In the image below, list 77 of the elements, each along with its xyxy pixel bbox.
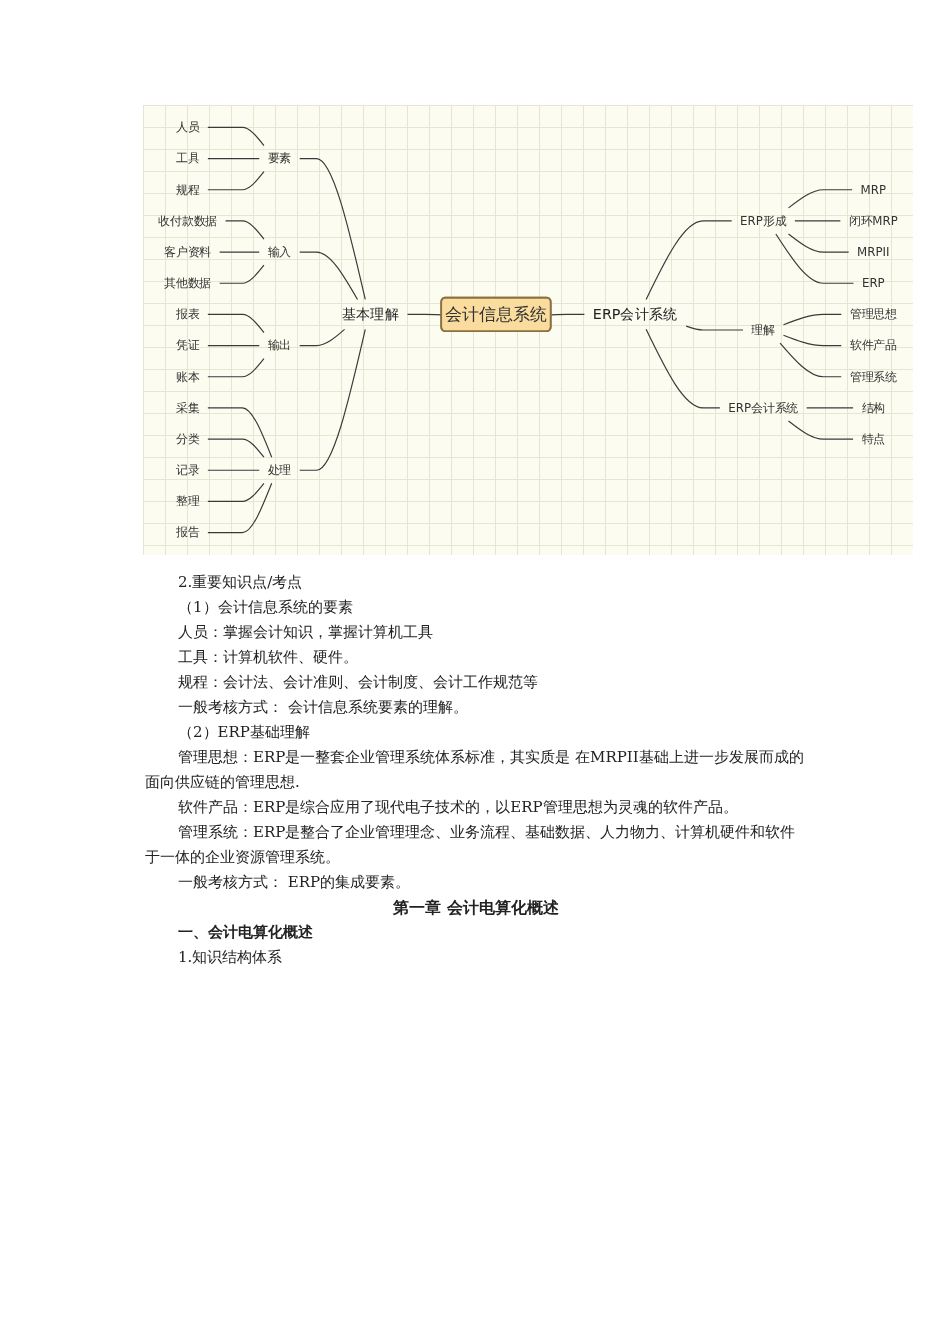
connector [787,233,850,253]
connector [299,328,346,347]
node-text: MRP [860,182,887,197]
connector [550,313,585,316]
node-text: 输出 [267,338,292,352]
node-text: 基本理解 [341,305,400,323]
connector [207,407,273,458]
node-text: 处理 [267,463,292,477]
node-text: 整理 [175,494,200,508]
connector [207,482,265,502]
node-text: 账本 [175,369,200,384]
subheading: （2）ERP基础理解 [177,722,311,743]
node-text: 人员 [175,120,200,134]
section-heading: 一、会计电算化概述 [177,922,314,943]
chapter-heading: 第一章 会计电算化概述 [392,897,560,919]
connector [207,171,265,191]
node-text: 工具 [175,151,200,165]
section-heading: 2.重要知识点/考点 [177,572,304,593]
subheading: （1）会计信息系统的要素 [177,597,354,618]
node-text: 闭环MRP [848,213,898,228]
connector [224,220,265,240]
paragraph: 工具：计算机软件、硬件。 [177,647,359,668]
connector [207,313,265,334]
connector [207,345,260,347]
node-text: 特点 [861,431,886,446]
connector [219,264,265,284]
connector [775,233,855,284]
connector [207,482,273,534]
node-text: ERP会计系统 [728,400,799,415]
node-text: 要素 [267,151,292,165]
connector [645,220,733,301]
node-text: 客户资料 [164,244,212,259]
node-text: 结构 [861,400,886,415]
node-text: 记录 [175,463,200,477]
paragraph: 管理系统：ERP是整合了企业管理理念、业务流程、基础数据、人力物力、计算机硬件和软件于一体的企业资源管理系统。 [145,822,797,868]
node-text: 采集 [175,400,200,415]
paragraph: 规程：会计法、会计准则、会计制度、会计工作规范等 [177,672,539,693]
connector [207,126,265,147]
node-text: ERP形成 [740,213,787,228]
connector [779,342,842,378]
connector [794,220,841,222]
connector [782,334,842,347]
node-text: 输入 [267,244,292,259]
section-heading: 1.知识结构体系 [177,947,284,968]
node-text: 其他数据 [164,276,212,290]
node-text: 理解 [751,322,776,337]
node-text: 软件产品 [849,338,897,352]
node-text: MRPII [857,244,890,259]
node-text: 分类 [175,431,200,446]
node-text: ERP [861,276,885,290]
connector [782,313,842,326]
connector [787,189,853,209]
connector [299,251,359,301]
connector [299,158,366,301]
node-text: 报表 [175,307,200,321]
node-text: ERP会计系统 [592,305,678,323]
paragraph: 一般考核方式： 会计信息系统要素的理解。 [177,697,469,718]
connector [787,420,854,440]
paragraph: 管理思想：ERP是一整套企业管理系统体系标准，其实质是 在MRPII基础上进一步发展而成的面向供应链的管理思想. [145,747,805,793]
paragraph: 一般考核方式： ERP的集成要素。 [177,872,412,893]
connector [806,407,854,409]
connector [207,358,265,378]
connector [685,325,744,331]
connector [645,328,721,409]
paragraph: 软件产品：ERP是综合应用了现代电子技术的，以ERP管理思想为灵魂的软件产品。 [177,797,739,818]
connector [207,158,260,160]
node-text: 规程 [175,182,200,197]
node-text: 收付款数据 [158,213,218,228]
node-text: 管理系统 [849,369,897,384]
connector [207,469,260,471]
connector [207,438,265,458]
connector [219,251,260,253]
paragraph: 人员：掌握会计知识，掌握计算机工具 [177,622,434,643]
node-text: 管理思想 [849,307,897,321]
connector [299,328,366,471]
node-text: 报告 [175,525,200,539]
node-text: 凭证 [175,338,200,352]
